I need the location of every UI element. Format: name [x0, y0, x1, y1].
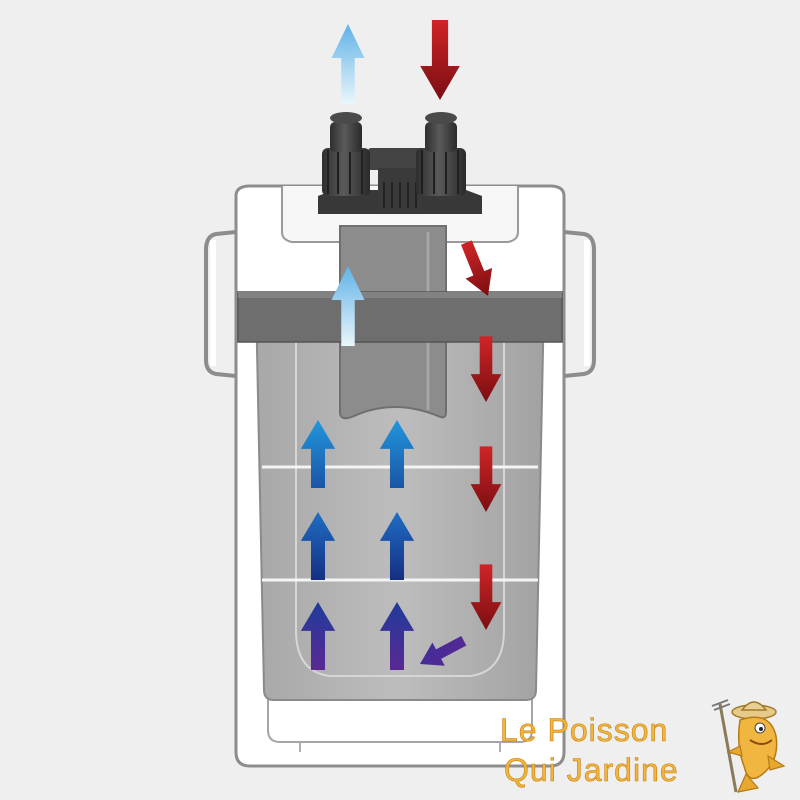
side-handles [204, 230, 596, 378]
inlet-valve [416, 112, 466, 196]
logo-line-2: Qui Jardine [504, 752, 679, 789]
logo-line-1: Le Poisson [500, 712, 669, 749]
lid-clamp-band [237, 291, 563, 343]
outlet-valve [322, 112, 370, 196]
brand-logo: Le Poisson Qui Jardine [490, 699, 795, 797]
fish-gardener-mascot-icon [711, 699, 786, 793]
